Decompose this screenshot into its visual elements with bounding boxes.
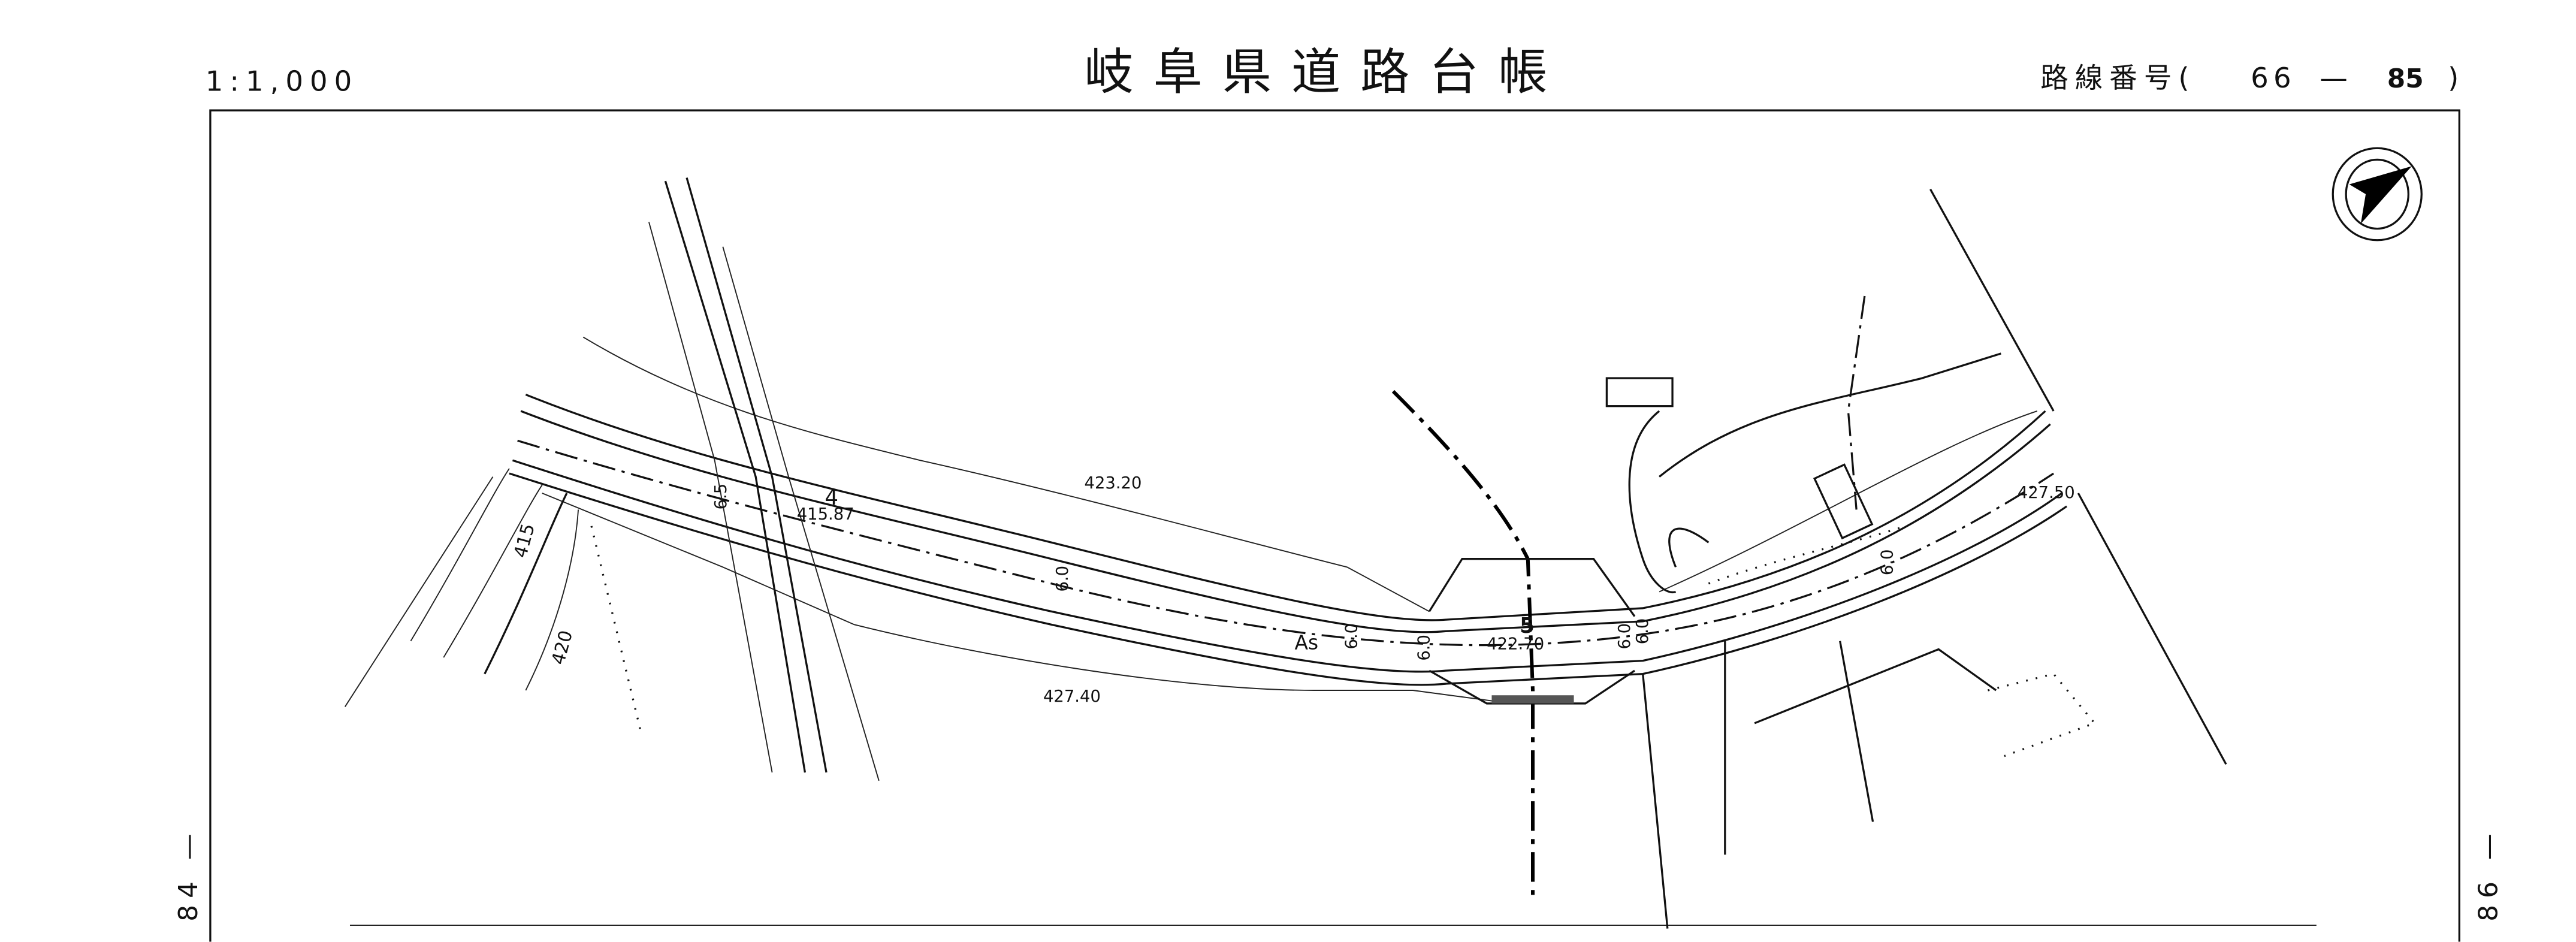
svg-text:6.0: 6.0 [1343, 623, 1361, 650]
station-4: 4 [825, 485, 838, 510]
elevation-labels: 423.20 415.87 427.40 422.70 427.50 [797, 474, 2075, 706]
svg-text:415: 415 [510, 521, 539, 560]
svg-text:6.5: 6.5 [712, 484, 730, 510]
north-arrow-icon [2332, 147, 2423, 241]
svg-text:—: — [2320, 62, 2348, 94]
svg-text:422.70: 422.70 [1487, 635, 1544, 653]
svg-text:6.0: 6.0 [1415, 635, 1433, 661]
building [1605, 377, 1674, 407]
building [1813, 463, 1874, 540]
svg-text:85: 85 [2387, 64, 2424, 94]
route-number: 路線番号( 66 — 85 ) [2040, 62, 2459, 94]
station-5: 5 [1520, 614, 1535, 638]
crossing-road-left [648, 177, 880, 781]
surface-type: As [1294, 630, 1318, 654]
road-slopes [542, 336, 2038, 704]
svg-text:路線番号(: 路線番号( [2040, 62, 2196, 94]
map-frame [209, 109, 2460, 942]
culvert [1491, 695, 1574, 704]
svg-text:427.50: 427.50 [2018, 484, 2075, 502]
road-width-labels: 6.5 6.0 6.0 6.0 6.0 6.0 6.0 [712, 484, 1897, 661]
svg-text:66: 66 [2251, 62, 2296, 94]
svg-text:6.0: 6.0 [1615, 623, 1634, 650]
svg-text:420: 420 [548, 628, 577, 667]
svg-text:423.20: 423.20 [1085, 474, 1142, 493]
svg-text:427.40: 427.40 [1043, 687, 1101, 706]
page-title: 岐阜県道路台帳 [1085, 44, 1568, 101]
left-sheet-label: ( 84 — [173, 827, 204, 942]
svg-text:): ) [2448, 62, 2459, 94]
scale-label: 1:1,000 [206, 65, 358, 97]
right-sheet-label: ( 86 — [2473, 827, 2503, 942]
svg-text:6.0: 6.0 [1053, 566, 1072, 592]
svg-text:6.0: 6.0 [1878, 550, 1896, 576]
contour-lines: 415 420 [344, 468, 642, 732]
main-road [509, 393, 2068, 686]
svg-text:415.87: 415.87 [797, 505, 854, 524]
stream-line [1391, 390, 1636, 896]
svg-text:6.0: 6.0 [1633, 618, 1652, 645]
right-features [1605, 188, 2227, 929]
